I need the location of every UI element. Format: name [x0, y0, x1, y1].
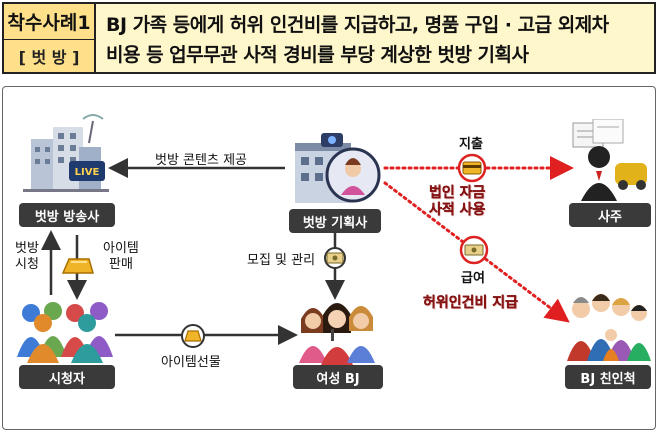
node-broadcaster: 벗방 방송사: [19, 203, 115, 227]
stamp-corporate-funds: 법인 자금 사적 사용: [429, 185, 486, 219]
case-title: 착수사례1: [4, 4, 94, 40]
edge-label-item-sale: 아이템 판매: [103, 241, 139, 273]
case-category: [ 벗 방 ]: [4, 40, 94, 72]
edge-label-salary: 급여: [461, 271, 485, 286]
edge-label-content-provision: 벗방 콘텐츠 제공: [155, 153, 247, 168]
svg-text:LIVE: LIVE: [75, 167, 100, 178]
edge-label-expenditure: 지출: [459, 137, 483, 152]
stamp-fake-wages: 허위인건비 지급: [423, 295, 519, 311]
case-description-line2: 비용 등 업무무관 사적 경비를 부당 계상한 벗방 기획사: [106, 44, 529, 66]
cash-icon: [324, 247, 346, 269]
credit-card-icon: [457, 153, 487, 183]
case-description: BJ 가족 등에게 허위 인건비를 지급하고, 명품 구입 · 고급 외제차 비…: [96, 4, 654, 72]
node-female-bj: 여성 BJ: [293, 365, 383, 389]
businessman-car-icon: [572, 119, 647, 201]
edge-label-item-sale-line2: 판매: [108, 257, 133, 272]
node-owner: 사주: [569, 203, 651, 227]
family-icon: [567, 294, 651, 361]
scheme-diagram: LIVE 벗방 방송사 벗방 기획사 사주: [2, 86, 656, 430]
node-relatives: BJ 친인척: [565, 365, 651, 389]
edge-label-watch-line1: 벗방: [15, 241, 39, 256]
gold-bar-icon: [61, 258, 94, 274]
salary-cash-icon: [459, 235, 489, 265]
audience-icon: [17, 302, 113, 363]
case-header: 착수사례1 [ 벗 방 ] BJ 가족 등에게 허위 인건비를 지급하고, 명품…: [2, 2, 656, 74]
stamp-corporate-funds-line1: 법인 자금: [429, 185, 486, 201]
broadcast-building-icon: LIVE: [23, 114, 109, 192]
edge-label-watch: 벗방 시청: [15, 241, 39, 273]
case-description-line1: BJ 가족 등에게 허위 인건비를 지급하고, 명품 구입 · 고급 외제차: [106, 14, 609, 36]
node-agency: 벗방 기획사: [289, 209, 381, 233]
gold-coin-icon: [181, 324, 205, 348]
case-label-cell: 착수사례1 [ 벗 방 ]: [4, 4, 96, 72]
node-viewers: 시청자: [19, 365, 115, 389]
agency-office-icon: [295, 133, 381, 203]
edge-label-item-gift: 아이템선물: [161, 355, 221, 370]
female-streamers-icon: [299, 303, 375, 365]
edge-label-watch-line2: 시청: [15, 257, 39, 272]
edge-label-recruit-manage: 모집 및 관리: [247, 253, 316, 268]
stamp-corporate-funds-line2: 사적 사용: [429, 202, 486, 218]
edge-label-item-sale-line1: 아이템: [103, 241, 139, 256]
